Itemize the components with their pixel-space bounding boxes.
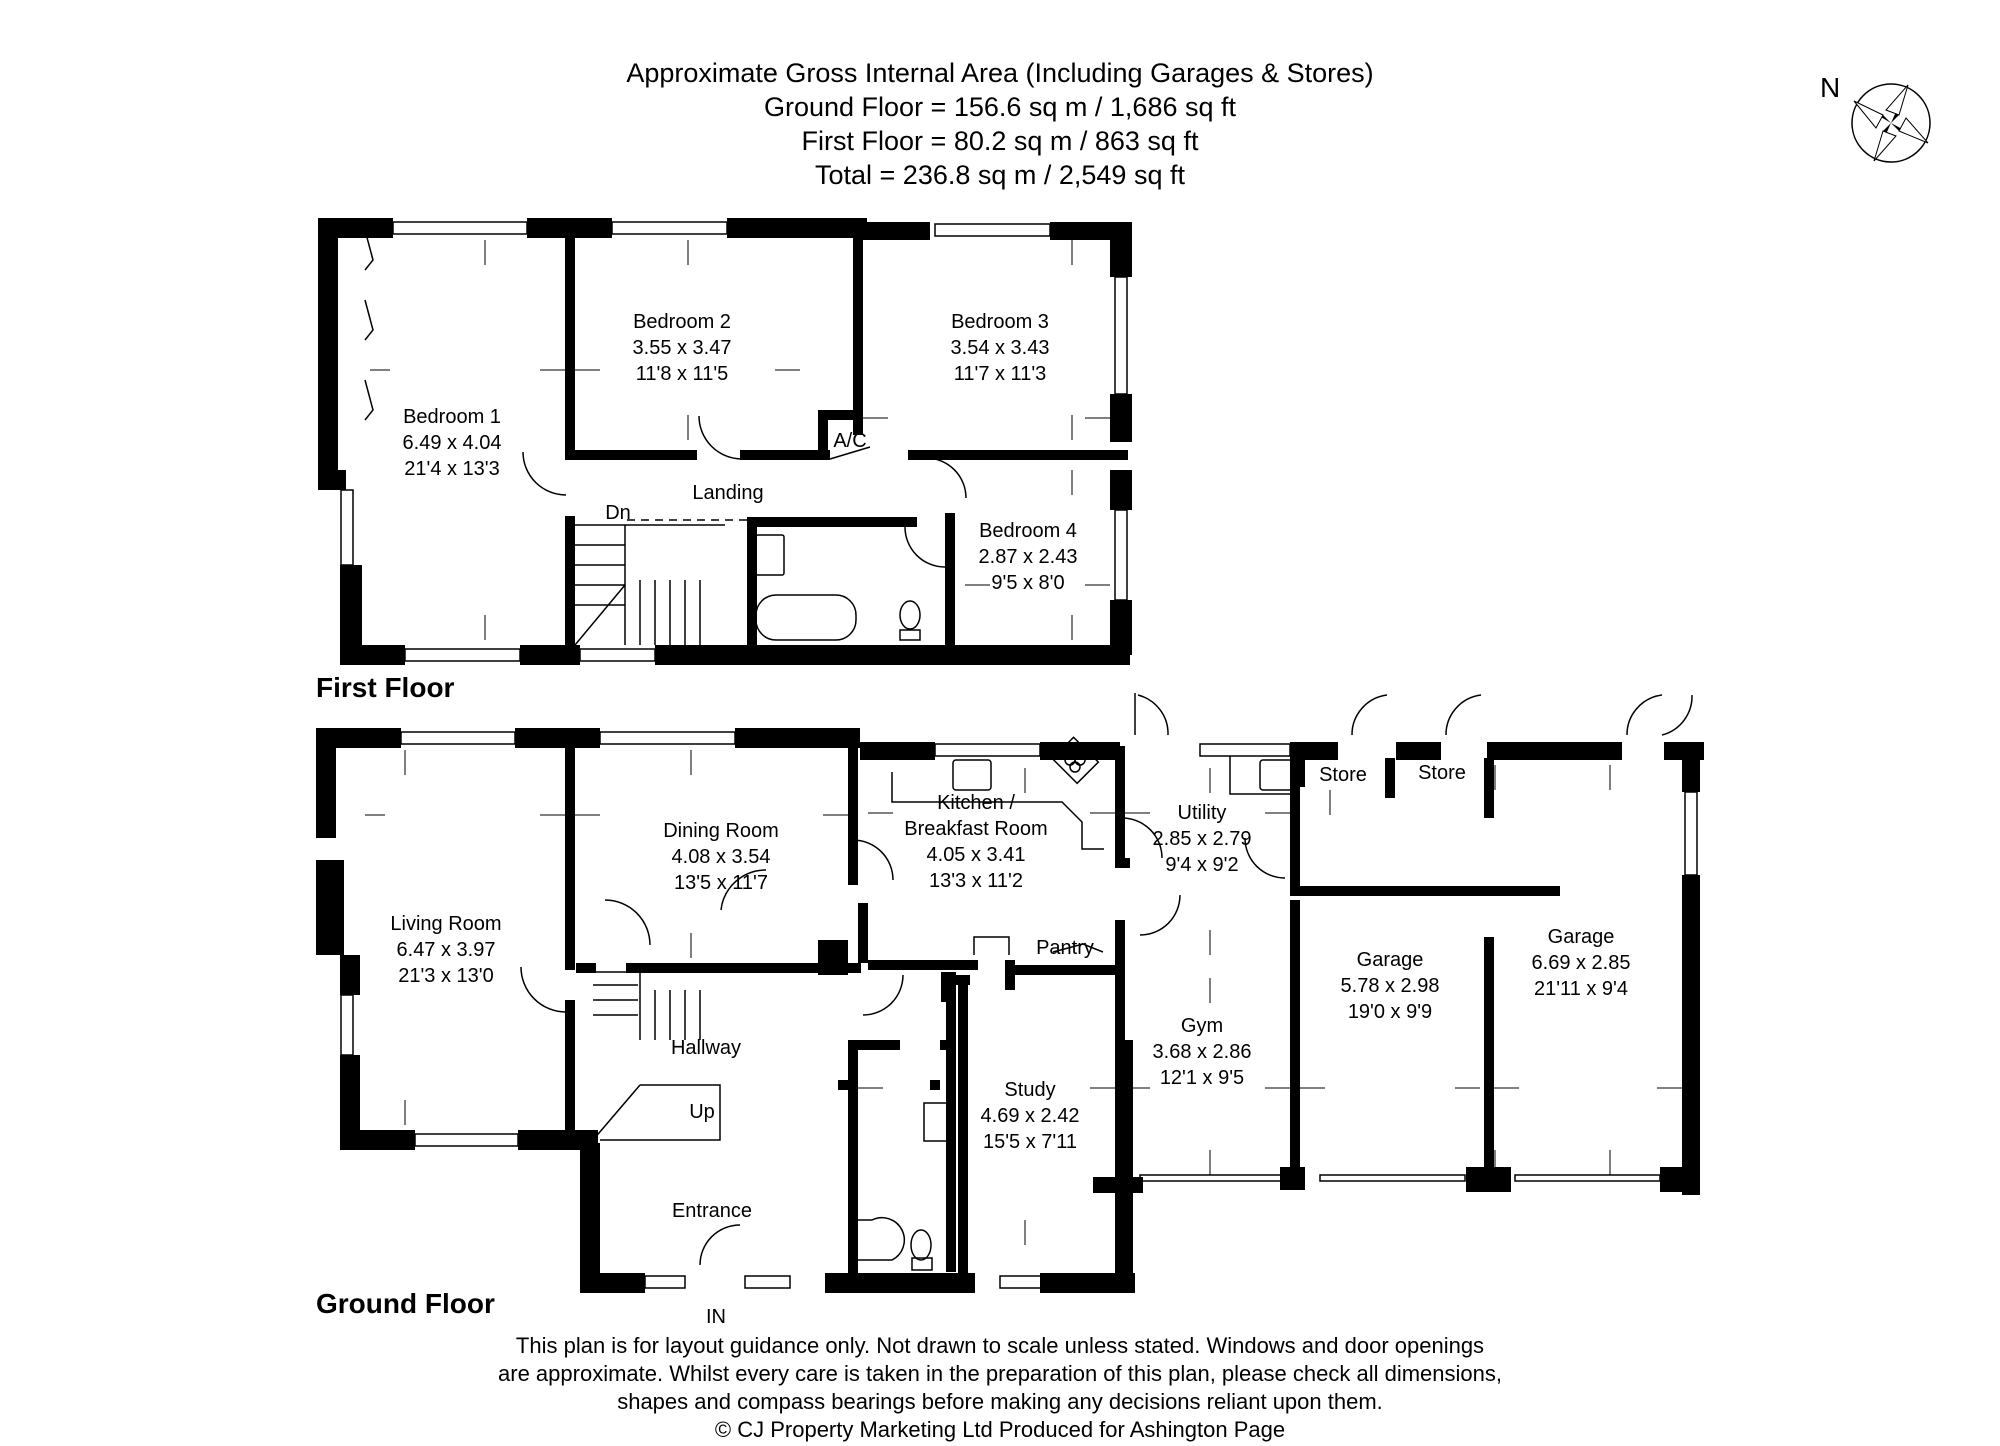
room-gym: Gym 3.68 x 2.86 12'1 x 9'5 — [1153, 1013, 1252, 1091]
room-garage-1: Garage 5.78 x 2.98 19'0 x 9'9 — [1341, 947, 1440, 1025]
disclaimer-line-1: This plan is for layout guidance only. N… — [515, 1333, 1485, 1358]
store-2-label: Store — [1418, 762, 1466, 784]
room-garage-2: Garage 6.69 x 2.85 21'11 x 9'4 — [1532, 924, 1631, 1002]
compass-rose-icon — [1851, 83, 1931, 163]
room-imperial: 21'3 x 13'0 — [398, 965, 494, 987]
room-imperial: 11'7 x 11'3 — [953, 363, 1047, 385]
room-imperial: 9'5 x 8'0 — [991, 572, 1065, 594]
first-floor-fixtures — [364, 229, 967, 646]
entrance-label: Entrance — [671, 1200, 753, 1222]
room-name: Garage — [1356, 949, 1424, 971]
disclaimer: This plan is for layout guidance only. N… — [0, 1332, 2000, 1444]
room-name: Garage — [1547, 926, 1615, 948]
room-metric: 6.47 x 3.97 — [396, 939, 496, 961]
room-metric: 4.08 x 3.54 — [671, 846, 771, 868]
room-metric: 4.05 x 3.41 — [926, 844, 1026, 866]
room-name: Study — [1004, 1079, 1056, 1101]
room-metric: 4.69 x 2.42 — [980, 1105, 1080, 1127]
north-label: N — [1820, 72, 1841, 103]
room-imperial: 12'1 x 9'5 — [1159, 1067, 1245, 1089]
room-metric: 6.49 x 4.04 — [402, 432, 502, 454]
room-metric: 3.68 x 2.86 — [1152, 1041, 1252, 1063]
dimension-arrows — [365, 240, 1682, 1245]
room-metric: 2.85 x 2.79 — [1152, 828, 1252, 850]
room-dining-room: Dining Room 4.08 x 3.54 13'5 x 11'7 — [663, 818, 779, 896]
entry-label: IN — [706, 1306, 726, 1328]
stairs-up-label: Up — [689, 1101, 715, 1123]
room-metric: 3.55 x 3.47 — [632, 337, 732, 359]
room-name: Dining Room — [663, 820, 779, 842]
room-bedroom-3: Bedroom 3 3.54 x 3.43 11'7 x 11'3 — [951, 309, 1050, 387]
first-floor-label: First Floor — [316, 672, 455, 703]
first-floor-walls — [318, 218, 1132, 665]
airing-cupboard-label: A/C — [833, 430, 867, 452]
first-floor-windows — [340, 221, 1128, 662]
room-study: Study 4.69 x 2.42 15'5 x 7'11 — [981, 1077, 1080, 1155]
room-metric: 3.54 x 3.43 — [950, 337, 1050, 359]
area-title: Approximate Gross Internal Area (Includi… — [626, 58, 1374, 88]
disclaimer-line-2: are approximate. Whilst every care is ta… — [498, 1361, 1502, 1386]
room-name: Kitchen / — [937, 792, 1015, 814]
ground-floor-area: Ground Floor = 156.6 sq m / 1,686 sq ft — [763, 92, 1236, 122]
room-name: Bedroom 4 — [979, 520, 1077, 542]
room-name-line2: Breakfast Room — [904, 818, 1048, 840]
copyright: © CJ Property Marketing Ltd Produced for… — [714, 1417, 1286, 1442]
area-summary: Approximate Gross Internal Area (Includi… — [0, 56, 2000, 192]
store-1-label: Store — [1319, 764, 1367, 786]
room-imperial: 21'11 x 9'4 — [1533, 978, 1628, 1000]
room-bedroom-2: Bedroom 2 3.55 x 3.47 11'8 x 11'5 — [633, 309, 732, 387]
ground-floor-fixtures — [520, 693, 1693, 1271]
room-name: Gym — [1180, 1015, 1224, 1037]
room-bedroom-1: Bedroom 1 6.49 x 4.04 21'4 x 13'3 — [403, 404, 502, 482]
room-imperial: 9'4 x 9'2 — [1165, 854, 1239, 876]
ground-floor-windows — [340, 731, 1698, 1289]
room-name: Bedroom 3 — [951, 311, 1049, 333]
total-area: Total = 236.8 sq m / 2,549 sq ft — [815, 160, 1185, 190]
pantry-label: Pantry — [1036, 937, 1094, 959]
room-name: Bedroom 1 — [403, 406, 501, 428]
room-imperial: 13'3 x 11'2 — [928, 870, 1024, 892]
ground-floor-walls — [316, 728, 1704, 1293]
landing-label: Landing — [692, 482, 764, 504]
room-name: Utility — [1177, 802, 1227, 824]
room-imperial: 15'5 x 7'11 — [982, 1131, 1077, 1153]
first-floor-area: First Floor = 80.2 sq m / 863 sq ft — [801, 126, 1199, 156]
disclaimer-line-3: shapes and compass bearings before makin… — [617, 1389, 1383, 1414]
compass: N — [1820, 66, 1940, 166]
room-bedroom-4: Bedroom 4 2.87 x 2.43 9'5 x 8'0 — [979, 518, 1078, 596]
room-name: Bedroom 2 — [633, 311, 731, 333]
room-imperial: 21'4 x 13'3 — [404, 458, 500, 480]
room-kitchen-breakfast-room: Kitchen / Breakfast Room 4.05 x 3.41 13'… — [904, 790, 1047, 894]
room-living-room: Living Room 6.47 x 3.97 21'3 x 13'0 — [390, 911, 501, 989]
room-utility: Utility 2.85 x 2.79 9'4 x 9'2 — [1153, 800, 1252, 878]
room-metric: 2.87 x 2.43 — [978, 546, 1078, 568]
room-metric: 5.78 x 2.98 — [1340, 975, 1440, 997]
stairs-down-label: Dn — [605, 502, 631, 524]
room-name: Living Room — [390, 913, 502, 935]
ground-floor-label: Ground Floor — [316, 1288, 495, 1319]
room-imperial: 11'8 x 11'5 — [635, 363, 729, 385]
room-imperial: 13'5 x 11'7 — [673, 872, 769, 894]
room-metric: 6.69 x 2.85 — [1531, 952, 1631, 974]
hallway-label: Hallway — [670, 1037, 742, 1059]
room-imperial: 19'0 x 9'9 — [1347, 1001, 1433, 1023]
